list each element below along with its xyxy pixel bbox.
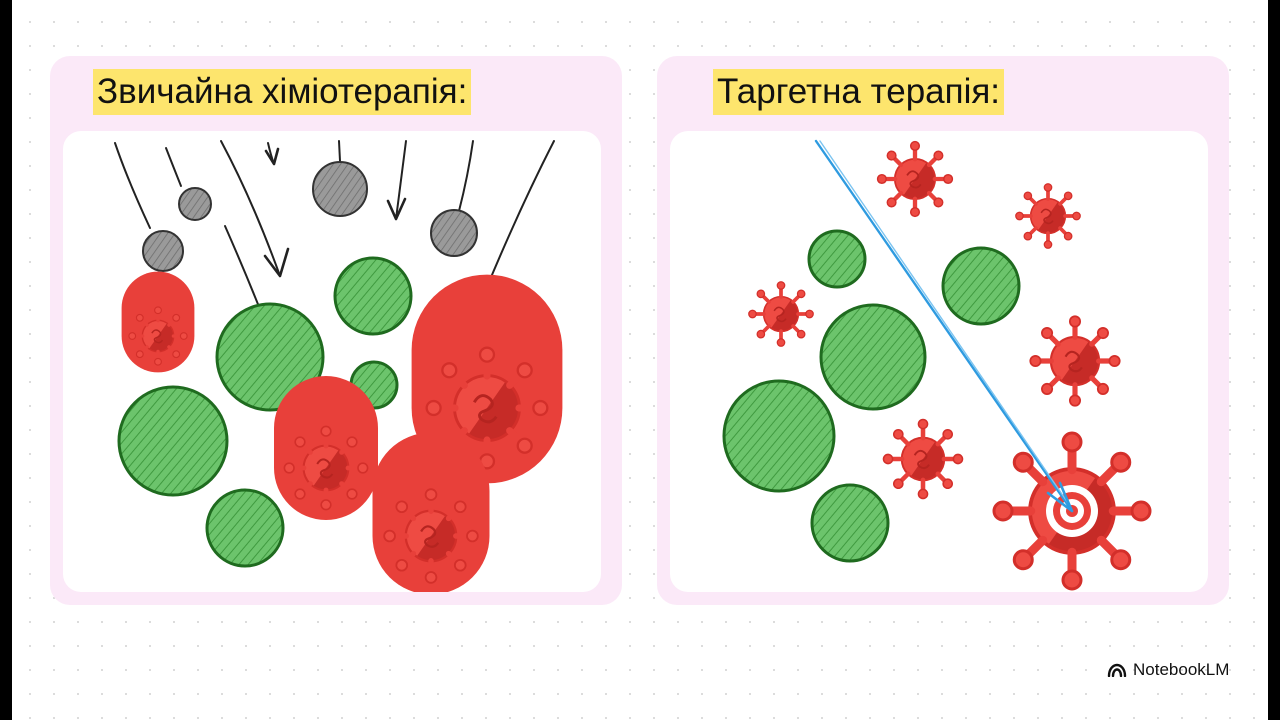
illustration-targeted [670, 131, 1208, 592]
targeted-drug-arrow [814, 139, 1074, 513]
drug-particles [142, 161, 478, 272]
panel-conventional-chemotherapy: Звичайна хіміотерапія: [50, 56, 622, 605]
brand-notebooklm: NotebookLM [1107, 658, 1229, 682]
healthy-cells [722, 229, 1021, 563]
panel-targeted-therapy: Таргетна терапія: [657, 56, 1229, 605]
slide: Звичайна хіміотерапія: [12, 0, 1268, 720]
panel-title-targeted: Таргетна терапія: [713, 69, 1005, 115]
panel-title-conventional: Звичайна хіміотерапія: [93, 69, 472, 115]
notebooklm-logo-icon [1107, 663, 1127, 677]
brand-name: NotebookLM [1133, 660, 1230, 679]
illustration-conventional [63, 131, 601, 592]
